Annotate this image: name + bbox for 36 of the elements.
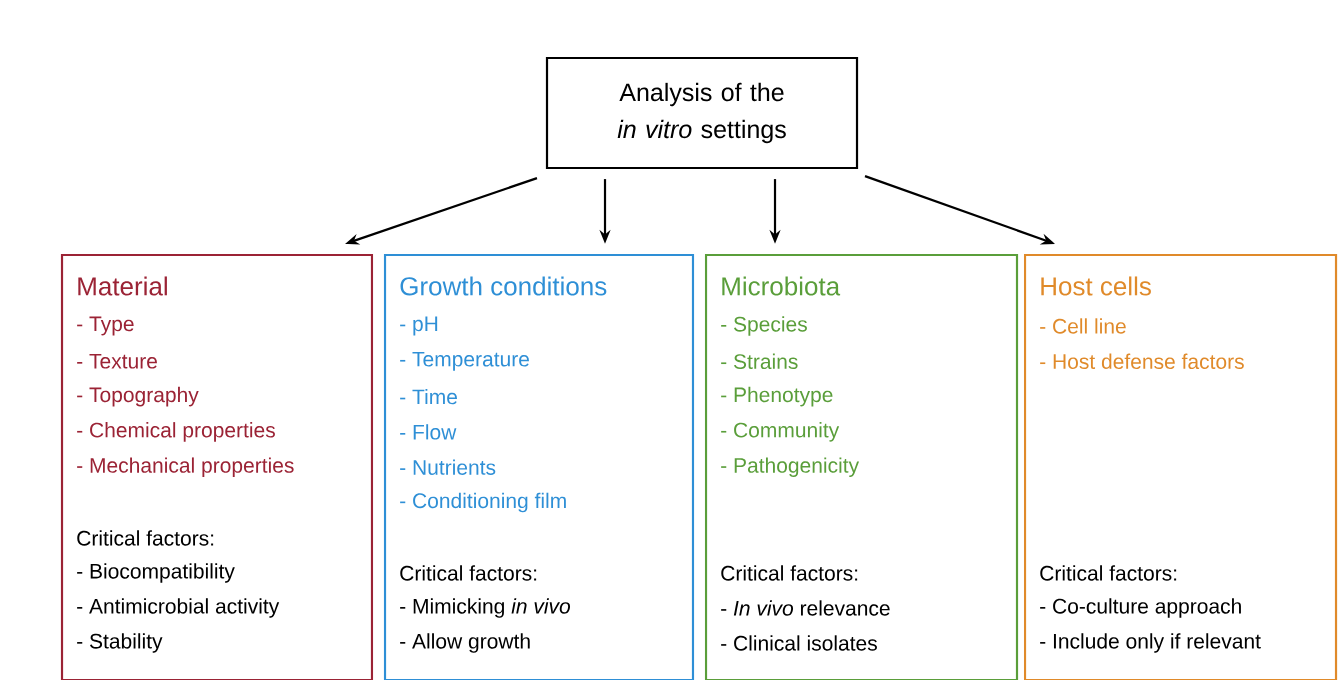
list-item: - Stability — [77, 633, 163, 653]
list-item: - Temperature — [400, 351, 529, 371]
critical-heading: Critical factors: — [721, 565, 858, 581]
list-item: - pH — [400, 316, 438, 336]
title-box: Analysis of the in vitro settings — [545, 56, 859, 170]
list-item: - Biocompatibility — [77, 563, 235, 583]
list-item: - Cell line — [1040, 318, 1126, 334]
list-item: - Host defense factors — [1040, 353, 1244, 369]
list-item: - Topography — [77, 386, 199, 407]
critical-heading: Critical factors: — [400, 565, 537, 581]
list-item: - Phenotype — [721, 386, 833, 407]
list-item: - Texture — [77, 353, 157, 369]
list-item: - Allow growth — [400, 633, 530, 653]
list-item: - Co-culture approach — [1040, 598, 1241, 618]
heading: Microbiota — [722, 276, 841, 296]
heading: Material — [78, 276, 167, 296]
list-item: - Species — [721, 316, 807, 336]
list-item: - Nutrients — [400, 459, 496, 475]
list-item: - Community — [721, 422, 840, 442]
list-item: - Time — [400, 388, 457, 405]
list-item: - In vivo relevance — [721, 600, 890, 616]
list-item: - Flow — [400, 424, 457, 440]
critical-heading: Critical factors: — [77, 530, 214, 546]
list-item: - Mechanical properties — [77, 457, 294, 477]
heading: Host cells — [1041, 276, 1151, 296]
critical-heading: Critical factors: — [1040, 565, 1177, 581]
list-item: - Antimicrobial activity — [77, 598, 280, 618]
list-item: - Include only if relevant — [1040, 633, 1261, 653]
list-item: - Type — [77, 316, 134, 336]
list-item: - Clinical isolates — [721, 635, 877, 651]
list-item: - Strains — [721, 353, 798, 369]
list-item: - Mimicking in vivo — [400, 598, 571, 618]
list-item: - Pathogenicity — [721, 457, 860, 477]
list-item: - Chemical properties — [77, 422, 275, 442]
list-item: - Conditioning film — [400, 492, 566, 513]
heading: Growth conditions — [400, 276, 607, 296]
